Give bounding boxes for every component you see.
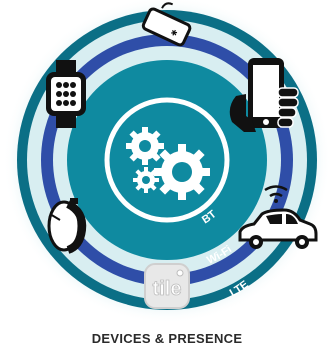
svg-text:tile: tile — [153, 278, 182, 300]
svg-text:✱: ✱ — [169, 28, 179, 39]
tag-icon: ✱ — [141, 2, 192, 47]
phone-in-hand-icon — [229, 58, 299, 132]
fitness-band-icon — [47, 198, 87, 254]
tile-icon: tile — [144, 263, 190, 309]
diagram-caption: DEVICES & PRESENCE — [91, 331, 243, 346]
car-wifi-icon — [238, 185, 318, 249]
smartwatch-icon — [46, 60, 86, 128]
gears-icon — [126, 127, 210, 200]
